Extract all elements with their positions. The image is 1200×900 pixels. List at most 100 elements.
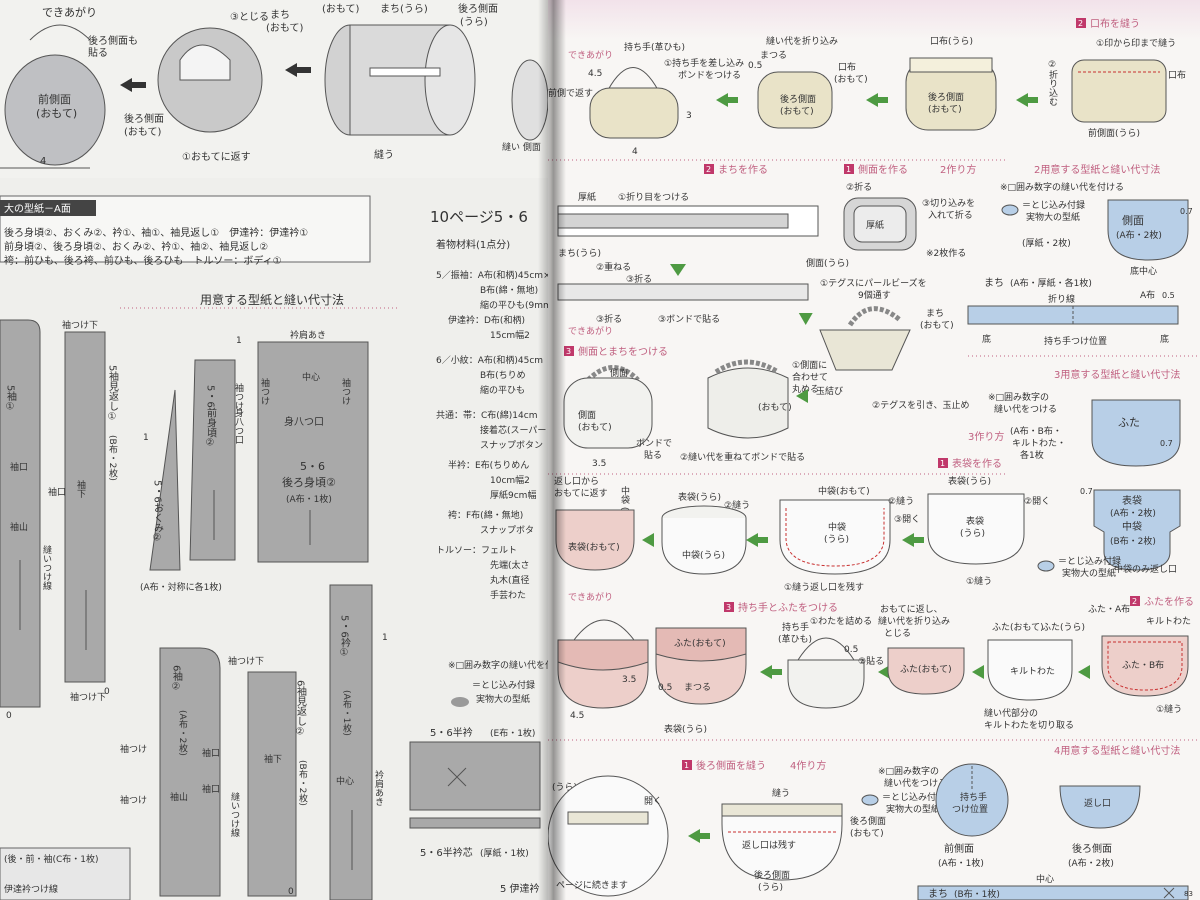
maemigoro-piece xyxy=(189,359,236,561)
pattern4-heading: 4用意する型紙と縫い代寸法 xyxy=(1054,744,1180,757)
pattern3-note: ※□囲み数字の縫い代をつける xyxy=(988,391,1057,415)
eri-label-center: 中心 xyxy=(336,775,354,787)
mochite-label-paste: ②貼る xyxy=(858,655,884,667)
pearl-beads xyxy=(847,306,902,327)
step-badge xyxy=(1076,18,1086,28)
sleeve6-label-top: 袖山 xyxy=(170,791,188,803)
arrow-left-icon xyxy=(120,78,132,92)
sleeve6-piece xyxy=(159,647,221,897)
pattern3-omote-fabric: (A布・2枚) xyxy=(1110,507,1156,519)
green-arrow-shaft xyxy=(914,537,924,543)
sokumen-make-title: 側面を作る xyxy=(858,163,908,176)
mochite-step: 3 xyxy=(726,603,731,612)
kuchinuno-label-matsuru: まつる xyxy=(760,50,787,61)
sleeve5-piece xyxy=(0,319,41,708)
ushiro-continue: ページに続きます xyxy=(556,879,628,891)
sleeve6-label-mouth: 袖口 xyxy=(202,747,220,759)
finish-top-bag xyxy=(589,87,679,139)
sleeve5-label-mouth: 袖口 xyxy=(10,461,28,473)
pattern2-machi-bottom-2: 底 xyxy=(1160,333,1169,345)
mochite-label-futa: ふた(おもて) xyxy=(674,638,726,649)
pattern2-machi-handle: 持ち手つけ位置 xyxy=(1044,335,1107,347)
sleeve6-label-tsukeshita: 袖つけ下 xyxy=(228,655,264,667)
finish-top-label-3: 3 xyxy=(686,111,692,121)
green-arrow-icon xyxy=(746,533,758,547)
pattern3-omote-seam: 0.7 xyxy=(1080,487,1093,496)
naka-make-bag xyxy=(779,499,891,575)
gather-label-omote2: (おもて) xyxy=(758,402,792,413)
pattern2-heading: 2用意する型紙と縫い代寸法 xyxy=(1034,163,1160,176)
stuffing-shape xyxy=(179,44,231,81)
bottom-left-box xyxy=(0,847,131,900)
mikaeshi6-label-sewline: 縫いつけ線 xyxy=(229,791,240,837)
kuchinuno-step: 2 xyxy=(1078,19,1083,28)
gather-step: 3 xyxy=(566,347,571,356)
haneri-cross-mark xyxy=(447,767,467,787)
return-bag xyxy=(555,509,635,571)
green-arrow-shaft xyxy=(772,669,782,675)
gather-label-side: 側面 xyxy=(578,409,596,421)
kuchinuno-label-05: 0.5 xyxy=(748,61,762,71)
purse-handle xyxy=(29,24,91,41)
pattern4-ushirosokumen xyxy=(1059,785,1141,829)
pattern2-machi-fabric: (A布・厚紙・各1枚) xyxy=(1010,277,1092,289)
kuchinuno-label-front: 前側面(うら) xyxy=(1088,127,1140,139)
gather-label-round: ①側面に合わせて丸める xyxy=(792,359,828,395)
haneri-title: 5・6半衿 xyxy=(430,726,473,739)
pattern-line-1: 後ろ身頃②、おくみ②、衿①、袖①、袖見返し① 伊達衿：伊達衿① xyxy=(4,226,308,239)
ushiromigoro-label-sleeve-l: 袖つけ xyxy=(259,377,270,405)
omote-make-sub: 3作り方 xyxy=(968,430,1004,443)
pattern3-naka-title: 中袋 xyxy=(1122,520,1142,533)
legend-swatch-blue xyxy=(1001,204,1019,216)
legend-swatch-blue xyxy=(861,794,879,806)
gather-label-omote: (おもて) xyxy=(578,422,612,433)
kuchinuno-label-fold2: ②折り込む xyxy=(1047,60,1058,106)
pattern-line-2: 前身頃②、後ろ身頃②、おくみ②、衿①、袖②、袖見返し② xyxy=(4,240,268,253)
turn-inside-label: ①おもてに返す xyxy=(182,151,251,163)
pattern2-machi-abu: A布 xyxy=(1140,289,1155,301)
green-arrow-down-icon xyxy=(670,264,686,276)
mochite-label-05b: 0.5 xyxy=(844,645,858,655)
kuchinuno-label-ura: 口布(うら) xyxy=(930,35,973,47)
arrow-left-shaft xyxy=(132,82,146,88)
omote-make-title: 表袋を作る xyxy=(952,457,1002,470)
mikaeshi5-label-sleeve-under: 袖下 xyxy=(75,479,86,499)
materials-row: B布(綿・無地) xyxy=(480,284,538,296)
materials-row: 共通：帯：C布(綿)14cm xyxy=(436,409,537,421)
arrow-left-icon-2 xyxy=(285,63,297,77)
pattern2-note: ※□囲み数字の縫い代を付ける xyxy=(1000,181,1124,193)
machi-make-title: まちを作る xyxy=(718,164,768,176)
step-badge xyxy=(938,458,948,468)
mochite-flap xyxy=(655,627,747,662)
ushiro-slit xyxy=(567,811,649,825)
combine-label-sew2: ②縫う xyxy=(724,499,750,511)
purse-front xyxy=(4,54,106,166)
sokumen-make-step: 1 xyxy=(846,165,851,174)
machi-label-cardboard: 厚紙 xyxy=(578,191,596,203)
sleeve5-title: 5袖① xyxy=(5,385,17,412)
kuchinuno-bag-3 xyxy=(1071,59,1167,123)
omote-make-label-open: ②開く xyxy=(1024,496,1050,507)
ushiro-label-ura2: 後ろ側面(うら) xyxy=(754,869,790,893)
green-arrow-icon xyxy=(878,665,890,679)
ushiro-sub: 4作り方 xyxy=(790,759,826,772)
futa-make-label-ura: ふた(うら) xyxy=(1042,622,1085,633)
page-number: 83 xyxy=(1184,890,1193,898)
pattern3-naka-note: 中袋のみ返し口 xyxy=(1114,563,1177,575)
finish-mid-handle xyxy=(573,619,635,641)
green-arrow-icon xyxy=(716,93,728,107)
sew-label: 縫う xyxy=(374,148,394,161)
naka-make-label-sew: ②縫う xyxy=(888,495,914,507)
back-side-ura-label: 後ろ側面(うら) xyxy=(458,2,498,28)
ushiromigoro-title-a: 5・6 xyxy=(300,460,325,473)
futa-make-title: ふたを作る xyxy=(1144,596,1194,608)
green-arrow-shaft xyxy=(878,97,888,103)
materials-legend-2: 実物大の型紙 xyxy=(476,693,530,705)
ushiro-step: 1 xyxy=(684,761,689,770)
back-side-omote-label: 後ろ側面(おもて) xyxy=(124,112,164,138)
ushiromigoro-label-eri: 衿肩あき xyxy=(290,329,326,341)
mikaeshi5-label-mouth: 袖口 xyxy=(48,486,66,498)
arrow-left-shaft-2 xyxy=(297,67,311,73)
pattern4-machi-fabric: (B布・1枚) xyxy=(954,888,1000,900)
pattern3-legend-2: 実物大の型紙 xyxy=(1062,567,1116,579)
